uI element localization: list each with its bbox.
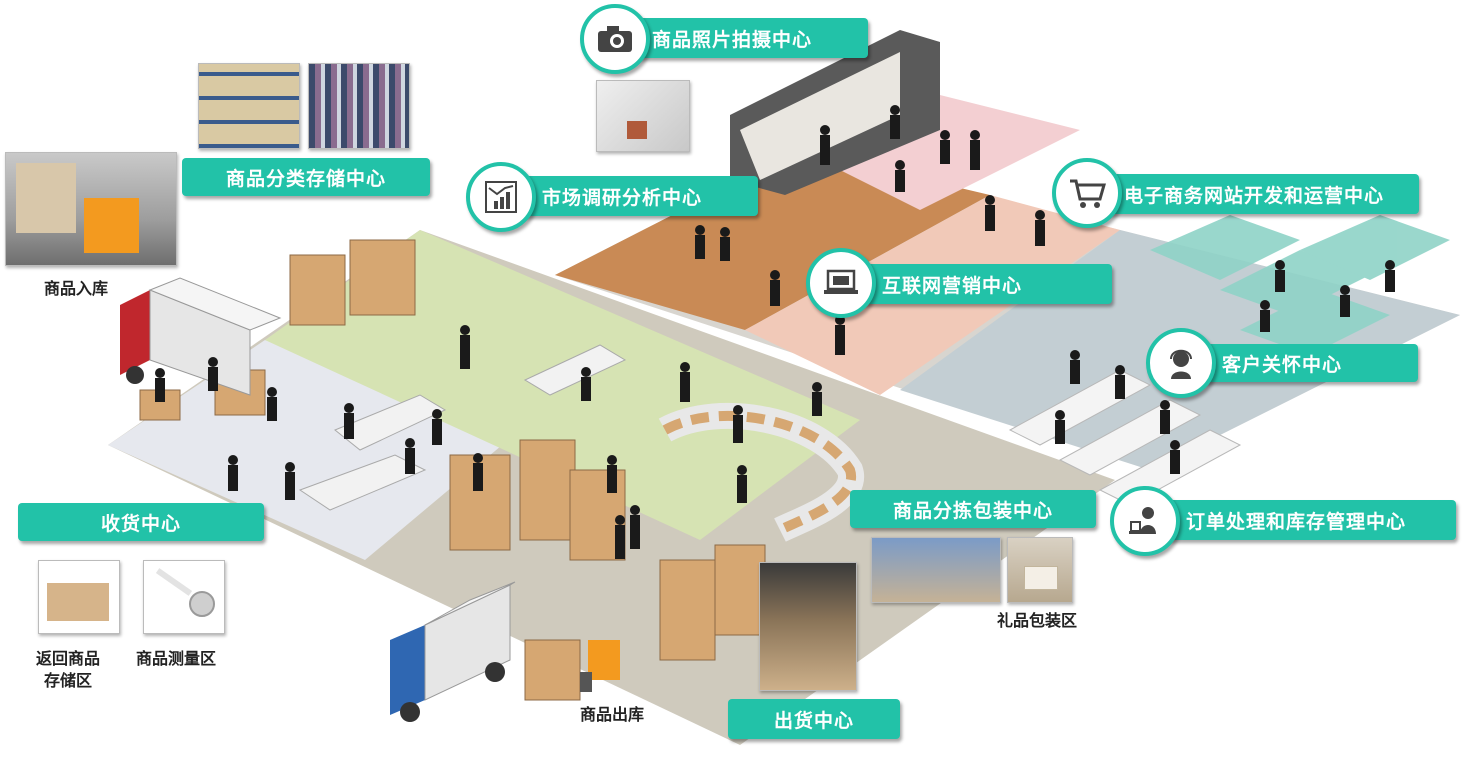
measuring-tape-photo <box>143 560 225 634</box>
desk-worker-icon <box>1110 486 1180 556</box>
tag-receiving-center: 收货中心 <box>18 503 264 541</box>
storage-photo-garments <box>308 63 410 149</box>
worker-silhouettes <box>155 105 1395 559</box>
inbound-truck-photo <box>5 152 177 266</box>
label-returns-storage: 返回商品 存储区 <box>36 648 100 692</box>
tag-shipping-center: 出货中心 <box>728 699 900 739</box>
gift-wrap-photo <box>1007 537 1073 603</box>
label-gift-wrap: 礼品包装区 <box>997 611 1078 630</box>
forklift <box>580 640 620 692</box>
storage-photo-boxes <box>198 63 300 149</box>
label-inbound: 商品入库 <box>44 279 109 298</box>
camera-icon <box>580 4 650 74</box>
chart-report-icon <box>466 162 536 232</box>
headset-agent-icon <box>1146 328 1216 398</box>
label-measurement: 商品测量区 <box>136 649 217 668</box>
tag-storage-center: 商品分类存储中心 <box>182 158 430 196</box>
shipping-photo <box>759 562 857 691</box>
tag-sorting-packing-center: 商品分拣包装中心 <box>850 490 1096 528</box>
outbound-truck <box>390 581 516 722</box>
packing-photo <box>871 537 1001 603</box>
return-box-photo <box>38 560 120 634</box>
label-outbound: 商品出库 <box>580 705 645 724</box>
label-returns-line2: 存储区 <box>44 671 93 690</box>
shopping-cart-icon <box>1052 158 1122 228</box>
photo-studio-photo <box>596 80 690 152</box>
label-returns-line1: 返回商品 <box>36 649 101 668</box>
inbound-truck <box>120 277 282 396</box>
laptop-icon <box>806 248 876 318</box>
